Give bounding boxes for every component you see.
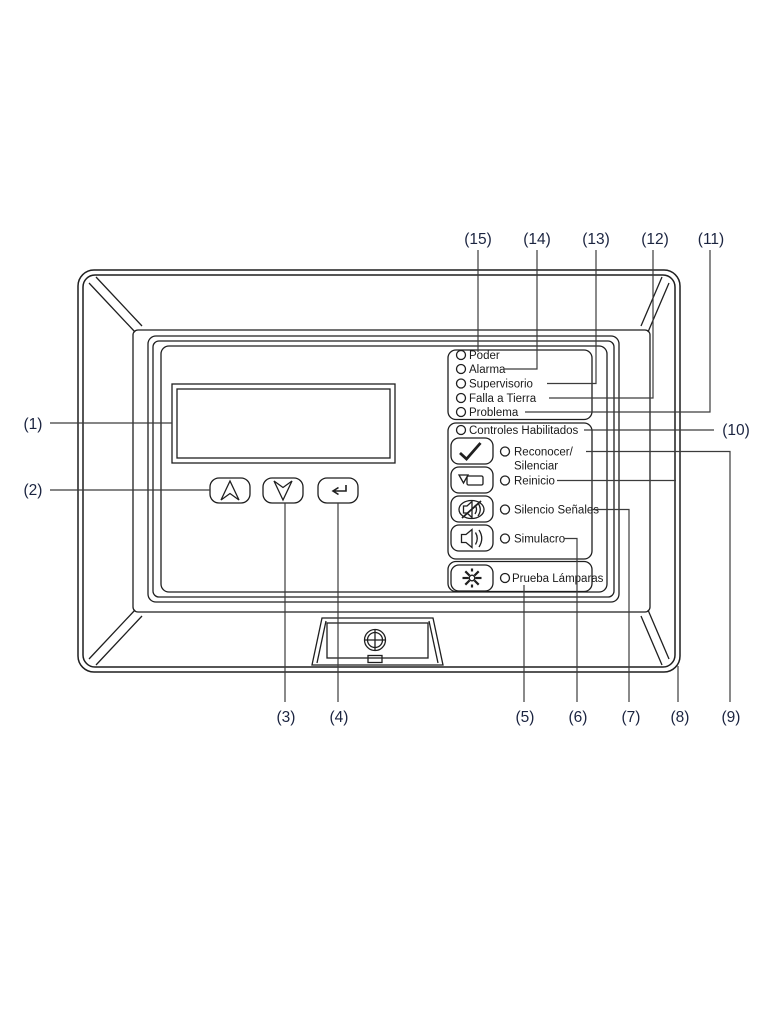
up-arrow-icon bbox=[220, 479, 240, 501]
reset-icon bbox=[457, 474, 484, 486]
callout-line-7 bbox=[591, 508, 630, 702]
callout-lines bbox=[50, 250, 731, 702]
bevel-diagonal-tl bbox=[88, 282, 136, 333]
callout-12: (12) bbox=[641, 231, 669, 248]
checkmark-icon bbox=[459, 442, 482, 462]
enter-icon bbox=[331, 485, 347, 496]
signal-silence-label: Silencio Señales bbox=[514, 505, 599, 517]
led-reset bbox=[499, 475, 511, 486]
led-power-label: Poder bbox=[469, 350, 500, 362]
led-drill bbox=[499, 533, 511, 544]
outer-bezel bbox=[77, 269, 681, 673]
callout-14: (14) bbox=[523, 231, 551, 248]
nav-buttons bbox=[209, 477, 359, 504]
latch-notch bbox=[367, 654, 383, 664]
led-ground-fault-label: Falla a Tierra bbox=[469, 393, 537, 405]
callout-9: (9) bbox=[722, 709, 741, 726]
led-acknowledge bbox=[499, 446, 511, 457]
bevel-diagonal-bl bbox=[95, 615, 143, 666]
speaker-icon bbox=[460, 528, 483, 549]
callout-15: (15) bbox=[464, 231, 492, 248]
callout-line-9 bbox=[586, 450, 731, 702]
callout-line-11 bbox=[525, 250, 711, 413]
led-alarm-label: Alarma bbox=[469, 364, 506, 376]
led-ground-fault bbox=[455, 392, 467, 404]
led-supervisory bbox=[455, 378, 467, 389]
bevel-diagonal-tl bbox=[95, 276, 143, 327]
down-arrow-icon bbox=[273, 480, 293, 502]
led-trouble-label: Problema bbox=[469, 407, 519, 419]
callout-line-12 bbox=[549, 250, 654, 399]
working-area bbox=[160, 345, 608, 593]
led-supervisory-label: Supervisorio bbox=[469, 379, 533, 391]
display-outer bbox=[171, 383, 396, 464]
display-screen bbox=[176, 388, 391, 459]
callout-11: (11) bbox=[698, 231, 724, 248]
callout-13: (13) bbox=[582, 231, 610, 248]
reset-label: Reinicio bbox=[514, 476, 555, 488]
callout-5: (5) bbox=[516, 709, 535, 726]
led-alarm bbox=[455, 363, 467, 375]
callout-line-14 bbox=[504, 250, 538, 370]
acknowledge-label-line1: Reconocer/ bbox=[514, 447, 574, 459]
reset-button bbox=[450, 466, 494, 494]
lcd-display bbox=[171, 383, 396, 464]
callout-1: (1) bbox=[24, 416, 43, 433]
led-lamp-test bbox=[499, 572, 511, 584]
callout-6: (6) bbox=[569, 709, 588, 726]
callout-line-6 bbox=[564, 537, 578, 702]
led-controls-enabled-label: Controles Habilitados bbox=[469, 425, 579, 437]
door-latch bbox=[311, 617, 444, 666]
callout-line-13 bbox=[547, 250, 597, 385]
content-panel bbox=[147, 335, 620, 603]
bevel-diagonal-br bbox=[640, 615, 663, 666]
screw-icon bbox=[363, 628, 387, 652]
acknowledge-label-line2: Silenciar bbox=[514, 461, 558, 473]
led-trouble bbox=[455, 406, 467, 418]
callout-4: (4) bbox=[330, 709, 349, 726]
signal-silence-icon bbox=[458, 499, 485, 520]
callout-7: (7) bbox=[622, 709, 641, 726]
content-panel-inner bbox=[152, 340, 615, 598]
bezel-inner-edge bbox=[82, 274, 676, 668]
callout-3: (3) bbox=[277, 709, 296, 726]
bevel-diagonal-tr bbox=[640, 276, 663, 327]
latch-housing-edge bbox=[428, 620, 439, 664]
callout-labels: (1) (2) (3) (4) (5) (6) (7) (8) (9) (10)… bbox=[24, 231, 750, 726]
lamp-test-box: Prueba Lámparas bbox=[447, 560, 604, 593]
led-controls-enabled bbox=[455, 424, 467, 436]
lamp-test-icon bbox=[462, 568, 482, 588]
bevel-diagonal-bl bbox=[88, 609, 136, 660]
callout-8: (8) bbox=[671, 709, 690, 726]
status-led-box: Poder Alarma Supervisorio Falla a Tierra… bbox=[447, 349, 593, 421]
latch-plate bbox=[326, 622, 429, 659]
controls-box: Controles Habilitados Reconocer/ Silenci… bbox=[447, 422, 599, 560]
front-face bbox=[132, 329, 651, 613]
status-led-box-outline bbox=[447, 349, 593, 421]
lamp-test-box-outline bbox=[447, 560, 593, 593]
bevel-diagonal-br bbox=[647, 609, 670, 660]
bevel-diagonal-tr bbox=[647, 282, 670, 333]
callout-2: (2) bbox=[24, 482, 43, 499]
led-signal-silence bbox=[499, 504, 511, 515]
bezel-outer-edge bbox=[77, 269, 681, 673]
content-panel-outer bbox=[147, 335, 620, 603]
led-power bbox=[455, 349, 467, 361]
drill-label: Simulacro bbox=[514, 534, 565, 546]
latch-housing-edge bbox=[316, 620, 327, 664]
controls-box-outline bbox=[447, 422, 593, 560]
lamp-test-label: Prueba Lámparas bbox=[512, 573, 604, 585]
callout-10: (10) bbox=[722, 422, 750, 439]
